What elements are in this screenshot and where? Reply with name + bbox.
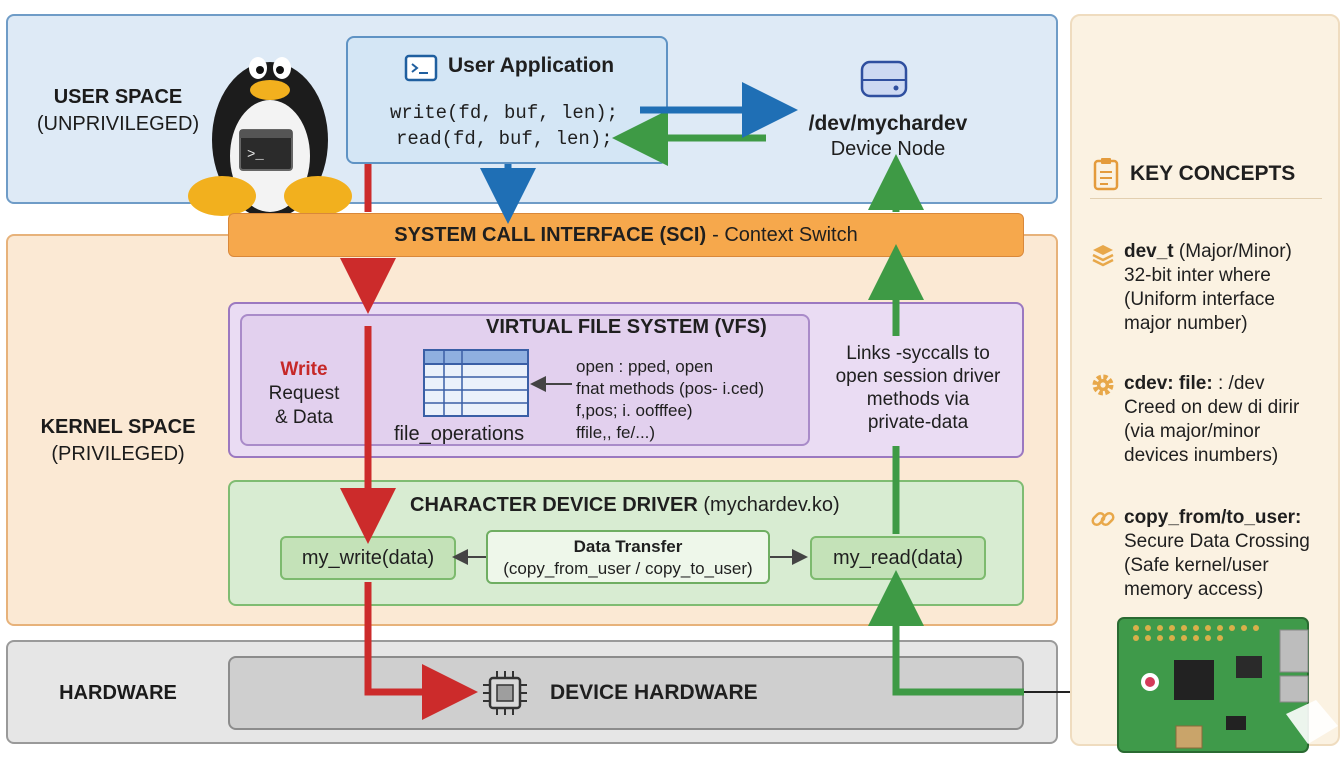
vfs-method-line-4: ffile,, fe/...) bbox=[576, 423, 656, 442]
user-space-title: USER SPACE bbox=[53, 86, 183, 108]
read-arrow-hardware-to-driver bbox=[868, 570, 1024, 696]
key-copy-user-line-3: memory access) bbox=[1124, 579, 1264, 600]
key-term-copy-user: copy_from/to_user: bbox=[1124, 507, 1302, 528]
write-request-label: Write Request & Data bbox=[262, 358, 346, 430]
key-term-dev-t: dev_t bbox=[1124, 241, 1174, 262]
key-copy-user-line-1: Secure Data Crossing bbox=[1124, 531, 1310, 552]
key-cdev-line-1: Creed on dew di dirir bbox=[1124, 397, 1300, 418]
driver-title: CHARACTER DEVICE DRIVER (mychardev.ko) bbox=[410, 494, 840, 517]
kernel-space-title: KERNEL SPACE bbox=[40, 416, 196, 438]
vfs-links-line-2: open session driver bbox=[835, 366, 1001, 387]
sci-subtitle: - Context Switch bbox=[712, 223, 858, 246]
write-label: Write bbox=[280, 359, 328, 380]
key-dev-t-line-2: (Uniform interface bbox=[1124, 289, 1275, 310]
hardware-title: HARDWARE bbox=[59, 682, 177, 704]
vfs-method-line-1: open : pped, open bbox=[576, 357, 714, 376]
key-term-cdev-rest: : /dev bbox=[1212, 373, 1265, 394]
link-icon bbox=[1091, 511, 1115, 527]
hardware-label: HARDWARE bbox=[20, 680, 216, 707]
key-concepts-title: KEY CONCEPTS bbox=[1130, 162, 1296, 185]
raspberry-pi-board-icon bbox=[1117, 617, 1338, 753]
clipboard-icon bbox=[1093, 158, 1119, 191]
driver-title-bold: CHARACTER DEVICE DRIVER bbox=[410, 494, 698, 516]
chip-icon bbox=[483, 671, 527, 715]
write-arrow-driver-to-hardware bbox=[364, 582, 478, 720]
user-application-box: User Application write(fd, buf, len); re… bbox=[346, 36, 668, 164]
key-item-dev-t: dev_t (Major/Minor) 32-bit inter where (… bbox=[1124, 240, 1334, 336]
key-term-cdev: cdev: file: bbox=[1124, 373, 1213, 394]
vfs-method-line-3: f,pos; i. oofffee) bbox=[576, 401, 693, 420]
device-hardware-box bbox=[228, 656, 1024, 730]
key-item-cdev: cdev: file: : /dev Creed on dew di dirir… bbox=[1124, 372, 1334, 468]
key-dev-t-line-3: major number) bbox=[1124, 313, 1248, 334]
terminal-icon bbox=[404, 54, 438, 82]
data-transfer-sub: (copy_from_user / copy_to_user) bbox=[503, 559, 753, 578]
user-application-title: User Application bbox=[448, 54, 615, 77]
user-space-label: USER SPACE (UNPRIVILEGED) bbox=[20, 84, 216, 138]
system-call-interface-bar: SYSTEM CALL INTERFACE (SCI) - Context Sw… bbox=[228, 213, 1024, 257]
data-transfer-title: Data Transfer bbox=[573, 537, 683, 556]
key-item-copy-user: copy_from/to_user: Secure Data Crossing … bbox=[1124, 506, 1334, 602]
key-term-dev-t-rest: (Major/Minor) bbox=[1173, 241, 1292, 262]
key-cdev-line-3: devices inumbers) bbox=[1124, 445, 1279, 466]
read-syscall-code: read(fd, buf, len); bbox=[396, 128, 613, 150]
storage-drive-icon bbox=[860, 60, 908, 98]
file-operations-label: file_operations bbox=[394, 423, 525, 445]
data-transfer-box: Data Transfer (copy_from_user / copy_to_… bbox=[486, 530, 770, 584]
vfs-links-line-4: private-data bbox=[867, 412, 969, 433]
key-dev-t-line-1: 32-bit inter where bbox=[1124, 265, 1271, 286]
kernel-space-sub: (PRIVILEGED) bbox=[51, 443, 185, 465]
write-syscall-code: write(fd, buf, len); bbox=[390, 102, 619, 124]
vfs-links-line-3: methods via bbox=[866, 389, 970, 410]
gear-icon bbox=[1092, 374, 1114, 396]
key-concepts-divider bbox=[1090, 198, 1322, 199]
layers-icon bbox=[1092, 245, 1114, 267]
vfs-links-note: Links -syccalls to open session driver m… bbox=[820, 342, 1016, 434]
device-node-path: /dev/mychardev bbox=[808, 112, 968, 135]
file-operations-table-icon bbox=[423, 349, 529, 417]
device-hardware-label: DEVICE HARDWARE bbox=[550, 681, 758, 704]
svg-text:>_: >_ bbox=[247, 147, 264, 163]
driver-title-module: (mychardev.ko) bbox=[703, 494, 840, 516]
vfs-title: VIRTUAL FILE SYSTEM (VFS) bbox=[486, 316, 767, 338]
vfs-method-line-2: fnat methods (pos- i.ced) bbox=[576, 379, 765, 398]
user-space-sub: (UNPRIVILEGED) bbox=[36, 113, 200, 135]
vfs-links-line-1: Links -syccalls to bbox=[846, 343, 990, 364]
write-request-text: Request bbox=[268, 383, 340, 404]
write-data-text: & Data bbox=[274, 407, 334, 428]
sci-title: SYSTEM CALL INTERFACE (SCI) bbox=[394, 223, 707, 246]
key-copy-user-line-2: (Safe kernel/user bbox=[1124, 555, 1269, 576]
kernel-space-label: KERNEL SPACE (PRIVILEGED) bbox=[20, 414, 216, 468]
key-cdev-line-2: (via major/minor bbox=[1124, 421, 1261, 442]
